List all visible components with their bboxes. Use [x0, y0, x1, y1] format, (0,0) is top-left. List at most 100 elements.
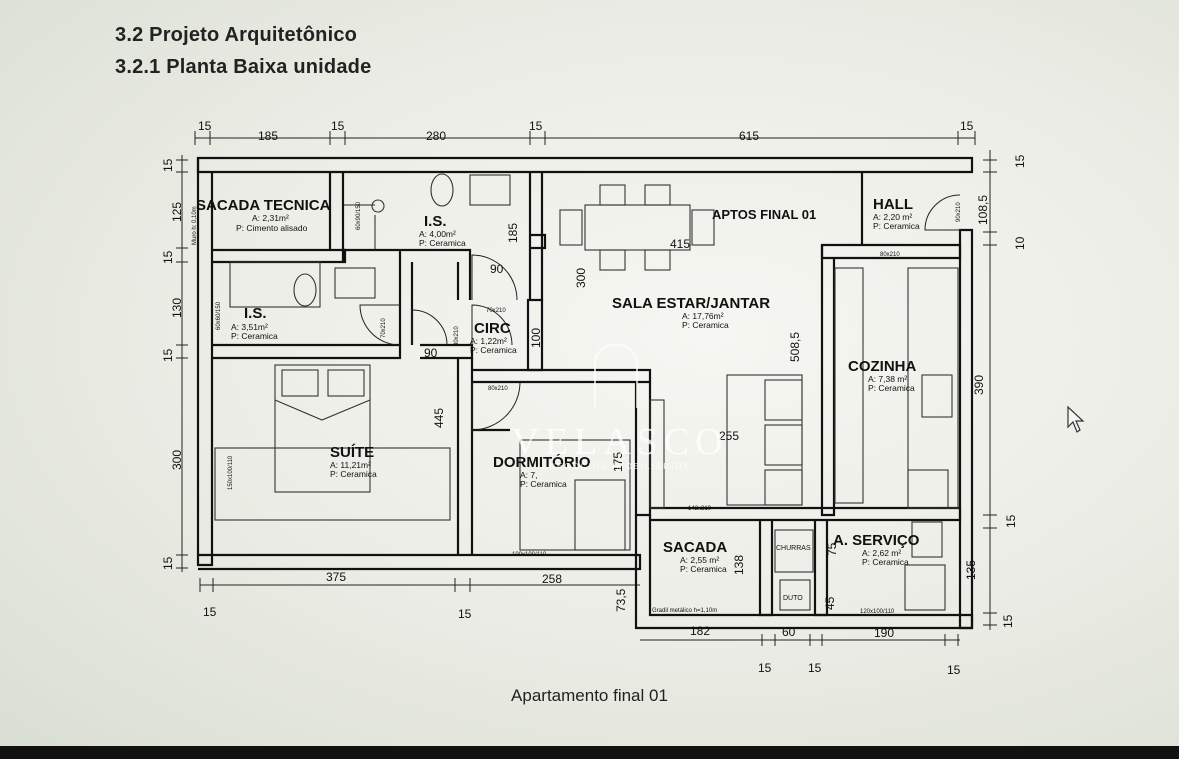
room-name-is2: I.S. [244, 305, 267, 322]
svg-text:A: 2,55 m²: A: 2,55 m² [680, 555, 719, 565]
svg-text:190: 190 [874, 626, 894, 640]
svg-text:138: 138 [732, 555, 746, 575]
kitchen-counter-left [834, 267, 864, 504]
svg-text:615: 615 [739, 129, 759, 143]
sofa-cushion [764, 424, 803, 466]
svg-text:135: 135 [964, 560, 978, 580]
subsection-heading: 3.2.1 Planta Baixa unidade [115, 56, 372, 78]
svg-text:A: 11,21m²: A: 11,21m² [330, 460, 371, 470]
svg-text:P: Ceramica: P: Ceramica [868, 383, 915, 393]
plan-caption: Apartamento final 01 [511, 686, 668, 705]
svg-text:10: 10 [1013, 236, 1027, 250]
svg-text:15: 15 [203, 605, 217, 619]
washing-machine [911, 521, 943, 558]
svg-text:Muro h: 0,10m: Muro h: 0,10m [192, 206, 198, 245]
svg-text:P: Ceramica: P: Ceramica [862, 557, 909, 567]
single-bed [574, 479, 626, 551]
svg-text:A: 4,00m²: A: 4,00m² [419, 229, 456, 239]
svg-text:130: 130 [170, 298, 184, 318]
svg-text:125: 125 [170, 202, 184, 222]
svg-text:P: Ceramica: P: Ceramica [470, 345, 517, 355]
svg-text:415: 415 [670, 237, 690, 251]
chair [559, 209, 583, 246]
section-heading: 3.2 Projeto Arquitetônico [115, 24, 358, 46]
svg-text:15: 15 [161, 348, 175, 362]
room-name-sacada: SACADA [663, 539, 727, 556]
svg-text:15: 15 [458, 607, 472, 621]
svg-text:75: 75 [825, 542, 839, 556]
svg-text:A: 17,76m²: A: 17,76m² [682, 311, 724, 321]
svg-text:15: 15 [161, 556, 175, 570]
laundry-tank [904, 564, 946, 611]
room-labels: SACADA TECNICA A: 2,31m² P: Cimento alis… [196, 196, 920, 602]
svg-text:60: 60 [782, 625, 796, 639]
svg-text:150x100/110: 150x100/110 [228, 455, 234, 490]
svg-text:258: 258 [542, 572, 562, 586]
svg-text:A: 1,22m²: A: 1,22m² [470, 336, 507, 346]
svg-text:142x210: 142x210 [688, 506, 712, 512]
svg-text:375: 375 [326, 570, 346, 584]
svg-text:A: 2,62 m²: A: 2,62 m² [862, 548, 901, 558]
room-name-hall: HALL [873, 196, 913, 213]
svg-text:A: 7,38 m²: A: 7,38 m² [868, 374, 907, 384]
washbasin-is1 [469, 174, 511, 206]
duct [779, 579, 811, 611]
svg-text:60x60/150: 60x60/150 [216, 301, 222, 330]
left-dimensions: 15 125 15 130 15 300 15 [161, 158, 184, 570]
svg-text:P: Ceramica: P: Ceramica [330, 469, 377, 479]
svg-text:DUTO: DUTO [783, 595, 803, 602]
pillow-left [281, 369, 319, 397]
svg-text:15: 15 [529, 119, 543, 133]
stove [907, 469, 949, 509]
svg-text:Gradil metálico h=1,10m: Gradil metálico h=1,10m [652, 608, 717, 614]
svg-text:A: 7,: A: 7, [520, 470, 537, 480]
chair [599, 249, 626, 271]
svg-text:15: 15 [331, 119, 345, 133]
toilet-is1 [430, 173, 454, 207]
chair [644, 249, 671, 271]
svg-text:175: 175 [611, 452, 625, 472]
svg-text:CHURRAS: CHURRAS [776, 545, 811, 552]
room-name-cozinha: COZINHA [848, 358, 916, 375]
chair [691, 209, 715, 246]
svg-text:A: 2,20 m²: A: 2,20 m² [873, 212, 912, 222]
svg-text:80x210: 80x210 [880, 252, 900, 258]
svg-text:A: 3,51m²: A: 3,51m² [231, 322, 268, 332]
kitchen-sink [921, 374, 953, 418]
svg-text:90x210: 90x210 [956, 202, 962, 222]
wardrobe-suite [214, 447, 451, 521]
svg-text:P: Ceramica: P: Ceramica [680, 564, 727, 574]
svg-text:300: 300 [170, 450, 184, 470]
tv-rack [649, 399, 665, 509]
svg-text:15: 15 [1013, 154, 1027, 168]
washbasin-is2 [334, 267, 376, 299]
room-name-suite: SUÍTE [330, 444, 374, 461]
right-dimensions: 15 108,5 10 390 15 135 15 [964, 154, 1027, 628]
furniture [214, 173, 959, 611]
svg-text:390: 390 [972, 375, 986, 395]
svg-text:70x210: 70x210 [381, 318, 387, 338]
room-name-circ: CIRC [474, 320, 511, 337]
room-name-servico: A. SERVIÇO [833, 532, 920, 549]
svg-text:90: 90 [490, 262, 504, 276]
room-name-sacada-tecnica: SACADA TECNICA [196, 197, 331, 214]
svg-text:15: 15 [161, 250, 175, 264]
svg-text:P: Ceramica: P: Ceramica [419, 238, 466, 248]
svg-text:185: 185 [506, 223, 520, 243]
pillow-right [327, 369, 365, 397]
svg-text:280: 280 [426, 129, 446, 143]
room-name-is1: I.S. [424, 213, 447, 230]
shower-drain [371, 199, 385, 213]
grill [774, 529, 814, 573]
interior-dimensions: 185 90 300 415 100 90 445 508,5 255 175 … [424, 223, 839, 612]
svg-text:P: Ceramica: P: Ceramica [682, 320, 729, 330]
svg-text:15: 15 [947, 663, 961, 677]
svg-text:15: 15 [161, 158, 175, 172]
kitchen-counter-right [907, 267, 959, 509]
svg-text:60x90/150: 60x90/150 [356, 201, 362, 230]
svg-text:120x100/110: 120x100/110 [860, 609, 895, 615]
svg-text:15: 15 [1001, 614, 1015, 628]
sofa-cushion [764, 379, 803, 421]
